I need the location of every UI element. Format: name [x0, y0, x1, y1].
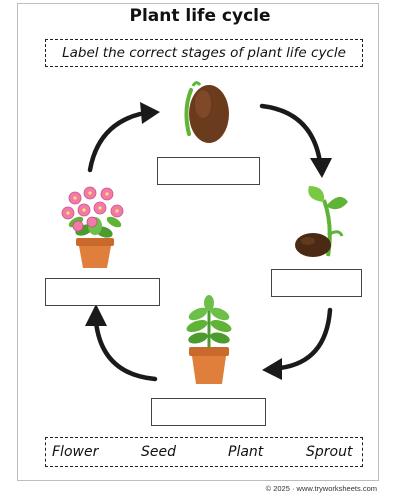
- arrow-top-right: [259, 103, 323, 165]
- answer-box-plant[interactable]: [151, 398, 266, 426]
- arrow-head-top-left: [140, 102, 160, 124]
- arrow-top-left: [87, 111, 143, 173]
- sprout-icon: [295, 186, 348, 257]
- instruction-box: Label the correct stages of plant life c…: [45, 39, 363, 67]
- arrow-head-bottom-left: [85, 304, 107, 326]
- page-title: Plant life cycle: [129, 6, 271, 26]
- cycle-arrows: [85, 102, 333, 382]
- word-bank-seed[interactable]: Seed: [141, 444, 176, 460]
- arrow-head-bottom-right: [262, 358, 282, 380]
- word-bank-plant[interactable]: Plant: [228, 444, 264, 460]
- potted-plant-icon: [186, 295, 232, 384]
- arrow-bottom-left: [93, 319, 158, 382]
- answer-box-seed[interactable]: [157, 157, 260, 185]
- arrow-bottom-right: [277, 307, 333, 371]
- answer-box-sprout[interactable]: [271, 269, 362, 297]
- footer-credit: © 2025 · www.tryworksheets.com: [265, 484, 377, 493]
- word-bank-flower[interactable]: Flower: [52, 444, 99, 460]
- arrow-head-top-right: [310, 158, 332, 178]
- flowering-plant-icon: [61, 186, 124, 268]
- instruction-text: Label the correct stages of plant life c…: [62, 45, 346, 61]
- seed-icon: [184, 81, 229, 143]
- word-bank-sprout[interactable]: Sprout: [306, 444, 353, 460]
- answer-box-flower[interactable]: [45, 278, 160, 306]
- word-bank: Flower Seed Plant Sprout: [45, 437, 363, 467]
